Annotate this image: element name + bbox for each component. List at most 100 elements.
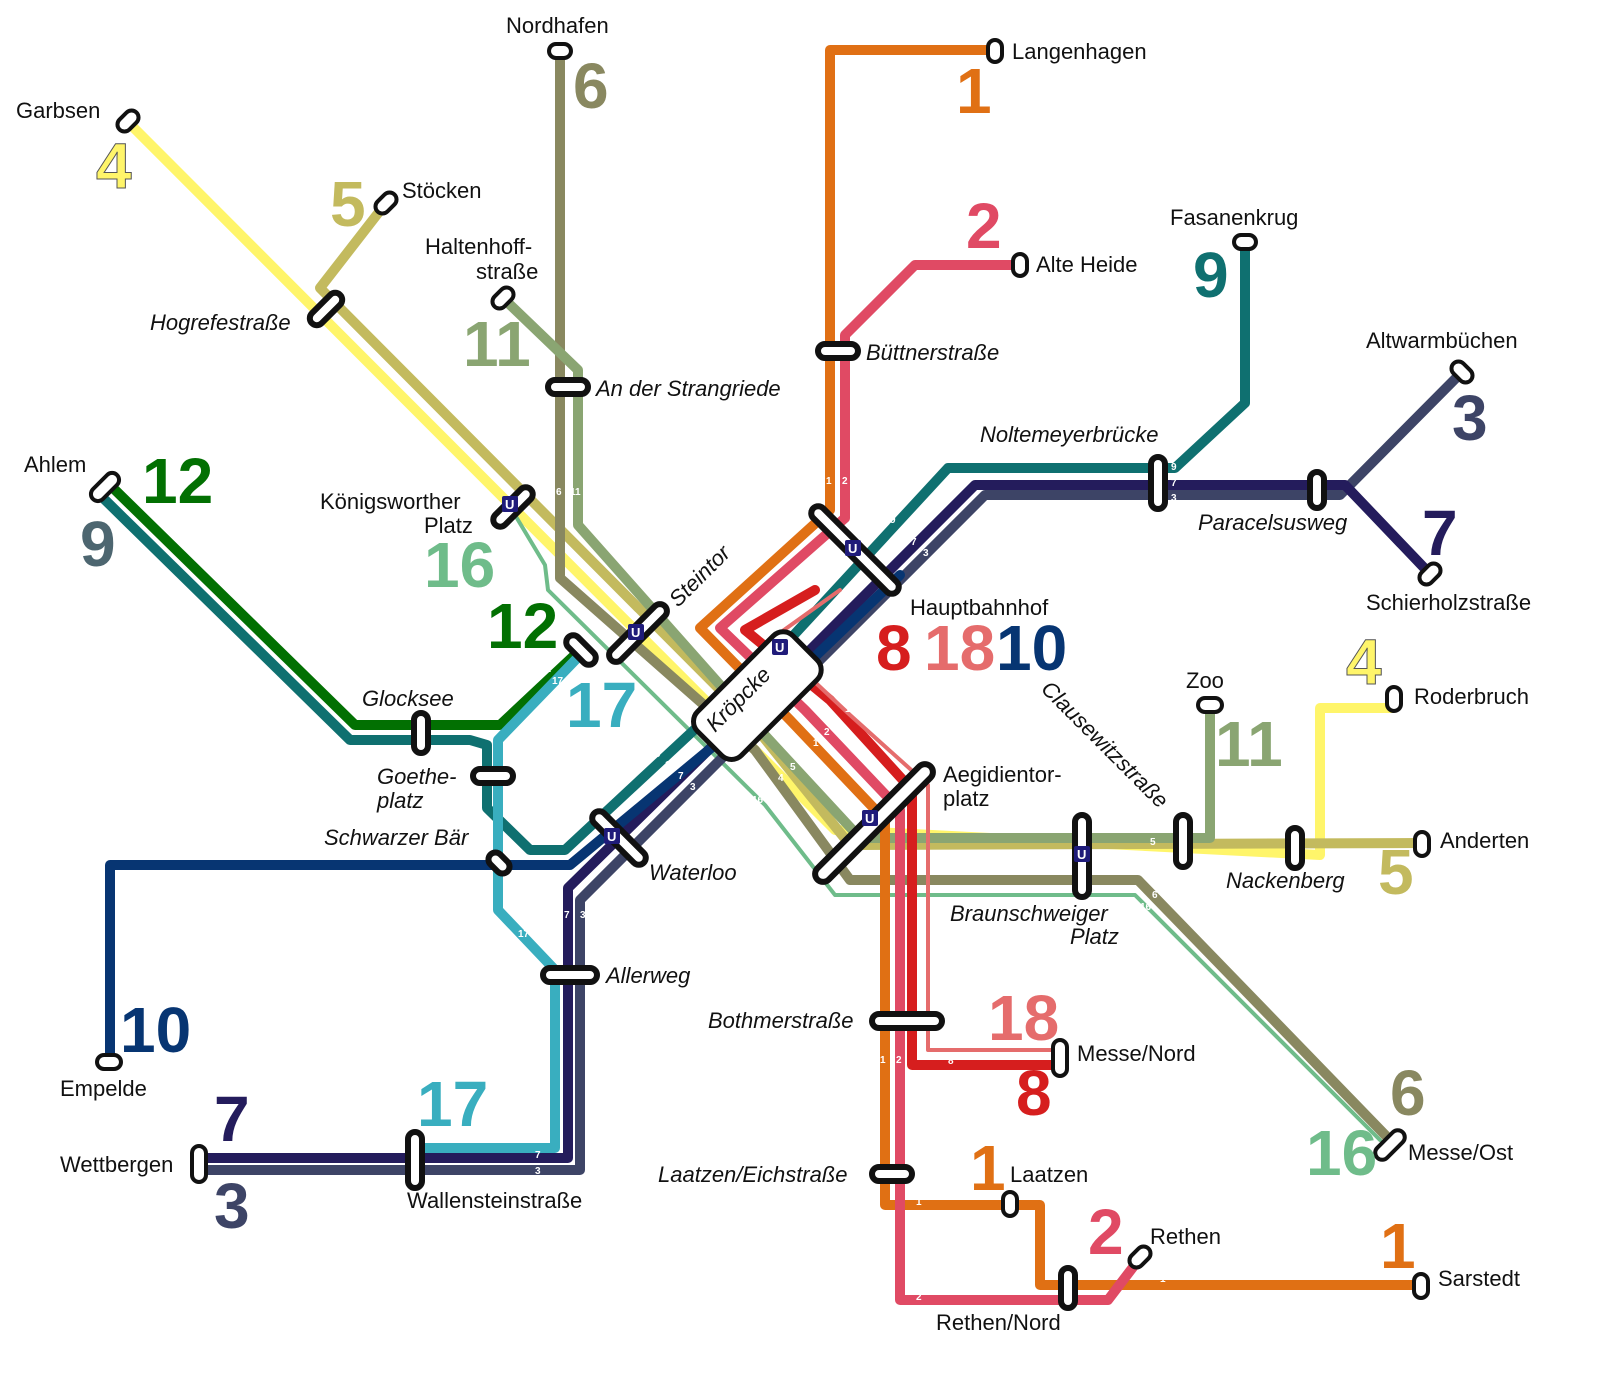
- mini-1d: 1: [916, 1197, 922, 1208]
- label-stoecken: Stöcken: [402, 178, 482, 203]
- u-badge-hauptbahnhof: U: [845, 540, 861, 556]
- label-schwarzer-baer: Schwarzer Bär: [324, 825, 470, 850]
- label-garbsen: Garbsen: [16, 98, 100, 123]
- line-number-11-zoo: 11: [1215, 708, 1283, 780]
- line-number-1-laatzen: 1: [970, 1132, 1006, 1204]
- label-anderten: Anderten: [1440, 828, 1529, 853]
- mini-5b: 5: [1150, 837, 1156, 848]
- label-sarstedt: Sarstedt: [1438, 1266, 1520, 1291]
- hub-kroepcke[interactable]: [688, 626, 827, 765]
- label-laatzen-eichstrasse: Laatzen/Eichstraße: [658, 1162, 848, 1187]
- label-messe-ost: Messe/Ost: [1408, 1140, 1513, 1165]
- label-alte-heide: Alte Heide: [1036, 252, 1138, 277]
- station-goetheplatz[interactable]: [470, 766, 516, 786]
- station-paracelsusweg[interactable]: [1307, 469, 1327, 511]
- terminal-sarstedt[interactable]: [1412, 1272, 1430, 1300]
- u-badge-steintor: U: [628, 624, 644, 640]
- u-badge-aegidientor: U: [862, 810, 878, 826]
- line-number-9-ahlem: 9: [80, 508, 116, 580]
- line-1-track: [695, 45, 1425, 1290]
- line-number-12-ahlem: 12: [142, 445, 213, 517]
- label-fasanenkrug: Fasanenkrug: [1170, 205, 1298, 230]
- mini-7d: 7: [564, 910, 570, 921]
- terminal-rethen[interactable]: [1127, 1244, 1154, 1271]
- station-schwarzer-baer[interactable]: [485, 849, 513, 877]
- station-buettnerstrasse[interactable]: [815, 341, 861, 361]
- mini-3c: 3: [690, 782, 696, 793]
- mini-2b: 2: [824, 727, 830, 738]
- mini-2: 2: [842, 476, 848, 487]
- label-nackenberg: Nackenberg: [1226, 868, 1345, 893]
- svg-text:U: U: [505, 497, 514, 512]
- station-glocksee[interactable]: [411, 710, 431, 756]
- station-rethen-nord[interactable]: [1058, 1265, 1078, 1311]
- terminal-messe-nord[interactable]: [1051, 1038, 1069, 1078]
- station-an-der-strangriede[interactable]: [545, 377, 591, 397]
- mini-3d: 3: [580, 910, 586, 921]
- mini-17b: 17: [518, 929, 530, 940]
- station-allerweg[interactable]: [540, 965, 600, 985]
- line-number-12-glocksee: 12: [487, 590, 558, 662]
- mini-17c: 17: [534, 1135, 546, 1146]
- terminal-laatzen[interactable]: [1001, 1190, 1019, 1218]
- terminal-messe-ost[interactable]: [1372, 1127, 1407, 1162]
- mini-1: 1: [826, 476, 832, 487]
- station-hogrefestrasse[interactable]: [306, 289, 346, 329]
- line-number-5-stoecken: 5: [330, 168, 366, 240]
- line-number-6-nordhafen: 6: [573, 50, 609, 122]
- label-koenigsworther-2: Platz: [424, 513, 473, 538]
- line-number-10-empelde: 10: [120, 994, 191, 1066]
- terminal-altwarmbuechen[interactable]: [1449, 359, 1476, 386]
- mini-17: 17: [552, 676, 564, 687]
- terminal-ahlem[interactable]: [88, 470, 122, 504]
- terminal-roderbruch[interactable]: [1385, 685, 1403, 713]
- mini-2c: 2: [896, 1055, 902, 1066]
- label-zoo: Zoo: [1186, 668, 1224, 693]
- terminal-nordhafen[interactable]: [547, 42, 573, 60]
- label-empelde: Empelde: [60, 1076, 147, 1101]
- line-6-track: [555, 45, 1395, 1145]
- station-bothmerstrasse[interactable]: [869, 1011, 945, 1031]
- line-number-5-anderten: 5: [1378, 836, 1414, 908]
- svg-text:U: U: [865, 811, 874, 826]
- terminal-haltenhoff[interactable]: [490, 285, 517, 312]
- line-number-4-roderbruch: 4: [1346, 626, 1382, 698]
- label-rethen-nord: Rethen/Nord: [936, 1310, 1061, 1335]
- mini-3b: 3: [1171, 493, 1177, 504]
- terminal-alte-heide[interactable]: [1011, 252, 1029, 278]
- label-aegidientor-2: platz: [943, 786, 989, 811]
- terminal-anderten[interactable]: [1413, 830, 1431, 858]
- label-altwarmbuechen: Altwarmbüchen: [1366, 328, 1518, 353]
- station-clausewitzstrasse[interactable]: [1173, 812, 1193, 870]
- mini-9d: 9: [655, 749, 661, 760]
- terminal-stoecken[interactable]: [373, 190, 400, 217]
- station-noltemeyerbruecke[interactable]: [1148, 454, 1168, 512]
- station-glocksee-junction[interactable]: [563, 632, 599, 668]
- station-laatzen-eichstrasse[interactable]: [869, 1164, 915, 1184]
- terminal-langenhagen[interactable]: [986, 38, 1004, 64]
- terminal-garbsen[interactable]: [115, 108, 142, 135]
- label-buettnerstrasse: Büttnerstraße: [866, 340, 999, 365]
- label-haltenhoff-2: straße: [476, 259, 538, 284]
- terminal-zoo[interactable]: [1196, 696, 1224, 714]
- label-wallensteinstrasse: Wallensteinstraße: [407, 1188, 582, 1213]
- mini-9c: 9: [472, 747, 478, 758]
- line-number-18-hbf: 18: [924, 612, 995, 684]
- label-glocksee: Glocksee: [362, 686, 454, 711]
- terminal-fasanenkrug[interactable]: [1232, 233, 1258, 251]
- line-number-17-glocksee: 17: [566, 669, 637, 741]
- mini-7b: 7: [1171, 478, 1177, 489]
- station-wallensteinstrasse[interactable]: [405, 1129, 425, 1191]
- line-number-8-messenord: 8: [1016, 1057, 1052, 1129]
- line-number-7-schierholz: 7: [1422, 497, 1458, 569]
- mini-11c: 11: [1148, 821, 1159, 832]
- terminal-schierholzstrasse[interactable]: [1417, 561, 1444, 588]
- line-number-3-wettbergen: 3: [214, 1170, 250, 1242]
- terminal-empelde[interactable]: [95, 1053, 123, 1071]
- mini-5: 5: [790, 762, 796, 773]
- terminal-wettbergen[interactable]: [190, 1144, 208, 1184]
- u-badge-koenigsworther: U: [502, 496, 518, 512]
- station-nackenberg[interactable]: [1285, 825, 1305, 871]
- line-9-track: [95, 235, 1250, 855]
